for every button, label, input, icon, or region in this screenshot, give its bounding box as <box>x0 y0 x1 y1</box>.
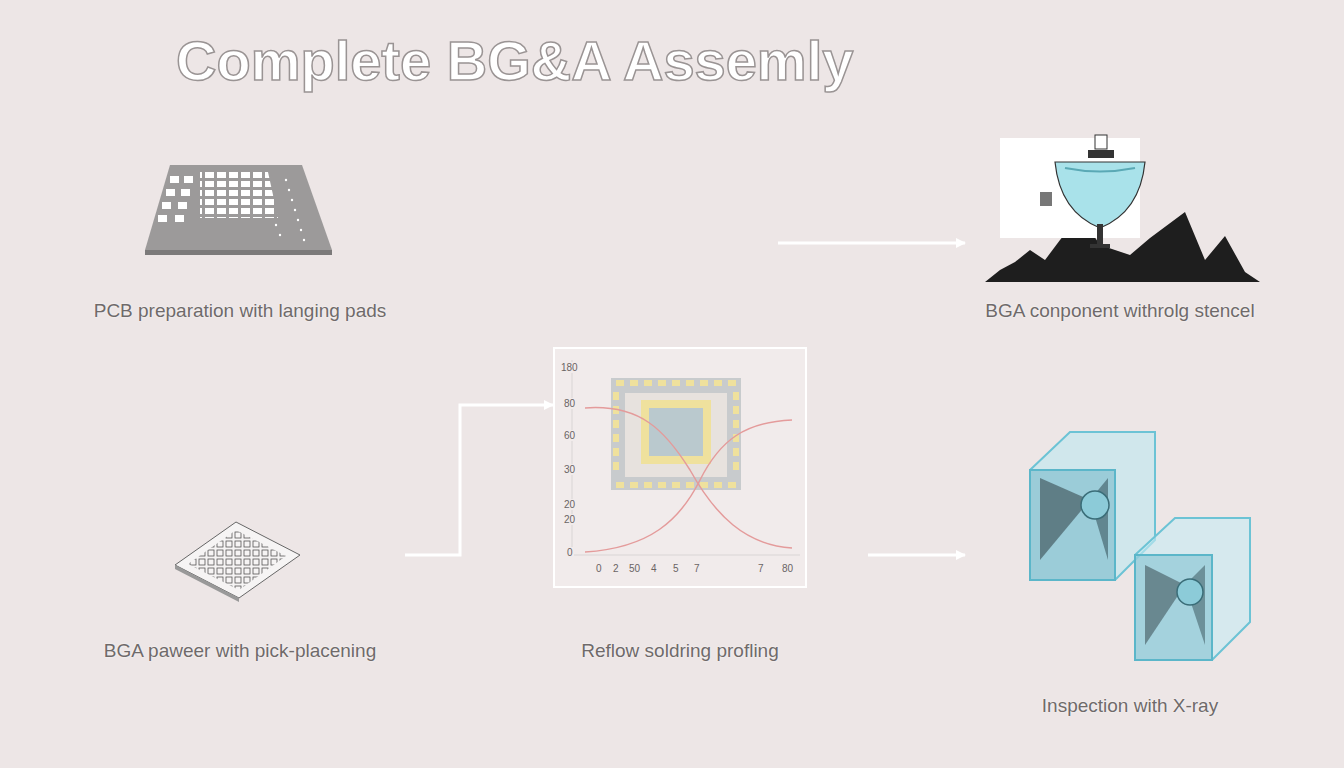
flow-arrow <box>868 554 965 557</box>
flow-arrow <box>778 242 965 245</box>
xray-inspection <box>1030 432 1250 660</box>
process-step: BGA paweer with pick-placening <box>75 520 405 670</box>
axis-tick: 5 <box>672 563 680 574</box>
process-step: Inspection with X-ray <box>965 430 1295 725</box>
process-step: BGA conponent withrolg stencel <box>965 130 1275 330</box>
axis-tick: 180 <box>560 362 579 373</box>
process-step: Reflow soldring profling <box>553 347 868 672</box>
axis-tick: 50 <box>628 563 641 574</box>
flow-arrow <box>405 405 553 555</box>
step-caption: BGA paweer with pick-placening <box>75 640 405 663</box>
axis-tick: 2 <box>612 563 620 574</box>
diagram-title: Complete BG&A Assemly <box>176 28 853 93</box>
process-step: PCB preparation with langing pads <box>75 160 778 330</box>
step-caption: BGA conponent withrolg stencel <box>965 300 1275 323</box>
pcb-board <box>145 165 332 255</box>
step-caption: PCB preparation with langing pads <box>75 300 405 323</box>
step-caption: Reflow soldring profling <box>553 640 807 663</box>
axis-tick: 20 <box>563 514 576 525</box>
axis-tick: 20 <box>563 499 576 510</box>
axis-tick: 4 <box>650 563 658 574</box>
axis-tick: 80 <box>781 563 794 574</box>
bga-chip <box>175 522 300 602</box>
axis-tick: 7 <box>693 563 701 574</box>
placement-machine <box>985 135 1260 282</box>
axis-tick: 30 <box>563 464 576 475</box>
axis-tick: 80 <box>563 398 576 409</box>
axis-tick: 0 <box>566 547 574 558</box>
axis-tick: 0 <box>595 563 603 574</box>
chart-frame <box>553 347 807 588</box>
axis-tick: 60 <box>563 430 576 441</box>
step-caption: Inspection with X-ray <box>965 695 1295 718</box>
axis-tick: 7 <box>757 563 765 574</box>
